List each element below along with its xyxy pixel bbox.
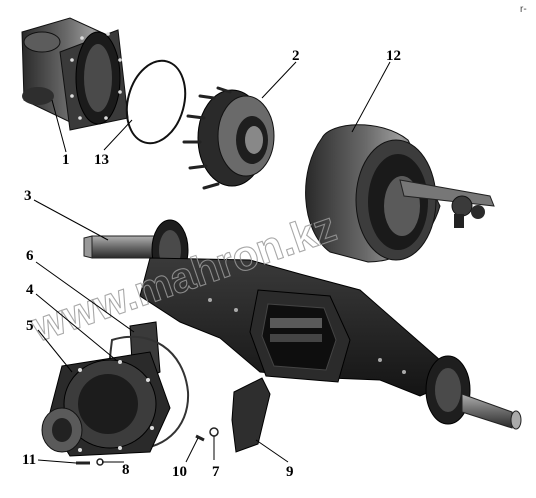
part-5-final-drive (41, 351, 171, 457)
axle-housing-assembly (83, 219, 522, 430)
callout-6: 6 (26, 248, 34, 264)
callout-8: 8 (122, 462, 130, 478)
part-9-support (231, 377, 271, 453)
callout-13: 13 (94, 152, 109, 168)
callout-3: 3 (24, 188, 32, 204)
callouts: 1 2 3 4 5 6 7 8 9 10 11 12 13 (22, 48, 401, 480)
callout-11: 11 (22, 452, 36, 468)
part-12-brake-drum (305, 124, 495, 263)
part-10-bolt (195, 434, 205, 442)
part-13-o-ring (125, 59, 187, 145)
callout-1: 1 (62, 152, 70, 168)
callout-2: 2 (292, 48, 300, 64)
callout-7: 7 (212, 464, 220, 480)
callout-10: 10 (172, 464, 187, 480)
callout-12: 12 (386, 48, 401, 64)
callout-4: 4 (26, 282, 34, 298)
callout-5: 5 (26, 318, 34, 334)
corner-mark: r- (520, 4, 527, 15)
callout-9: 9 (286, 464, 294, 480)
leader-lines (33, 61, 391, 464)
part-2-wheel-hub (182, 86, 275, 190)
part-7-washer (209, 427, 219, 437)
part-1-hub-housing (21, 17, 129, 131)
